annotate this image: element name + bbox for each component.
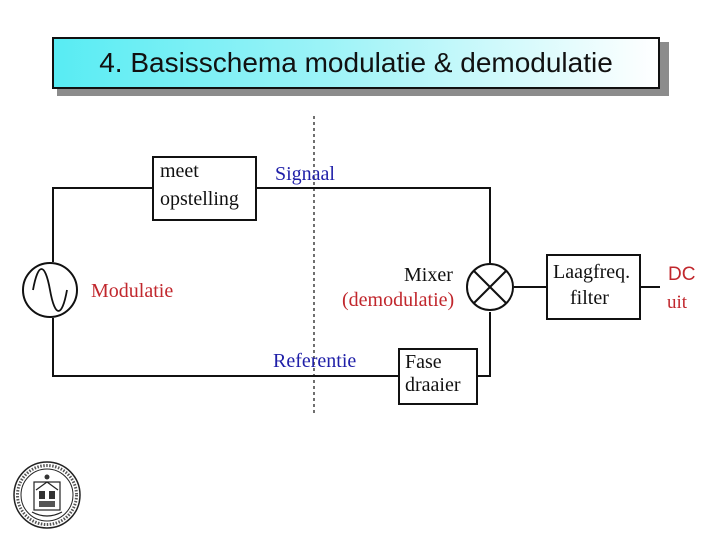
demodulatie-label: (demodulatie) [342,289,455,311]
fase-draaier-box [398,348,478,405]
mixer-label: Mixer [404,264,453,286]
wiring [52,187,660,377]
wire-meet-to-mixer [256,187,491,263]
wire-source-to-fase [52,318,399,377]
fase-label: Fase [405,351,442,373]
wire-fase-to-mixer [477,312,491,377]
modulatie-label: Modulatie [91,280,174,302]
sine-wave-source-icon [22,262,78,318]
wire-source-to-meet [52,187,153,262]
uit-label: uit [667,292,688,313]
laagfreq-filter-box [546,254,641,320]
draaier-label: draaier [405,374,461,396]
meet-label: meet [160,160,199,182]
university-seal-logo [13,461,81,529]
referentie-label: Referentie [273,350,357,372]
dc-label: DC [668,264,696,285]
slide-title: 4. Basisschema modulatie & demodulatie [99,47,613,78]
opstelling-label: opstelling [160,188,239,210]
mixer-cross-icon [466,263,514,311]
filter-label: filter [570,287,609,309]
laagfreq-label: Laagfreq. [553,261,631,283]
title-box: 4. Basisschema modulatie & demodulatie [52,37,660,89]
meet-opstelling-box [152,156,257,221]
signaal-label: Signaal [275,163,335,185]
